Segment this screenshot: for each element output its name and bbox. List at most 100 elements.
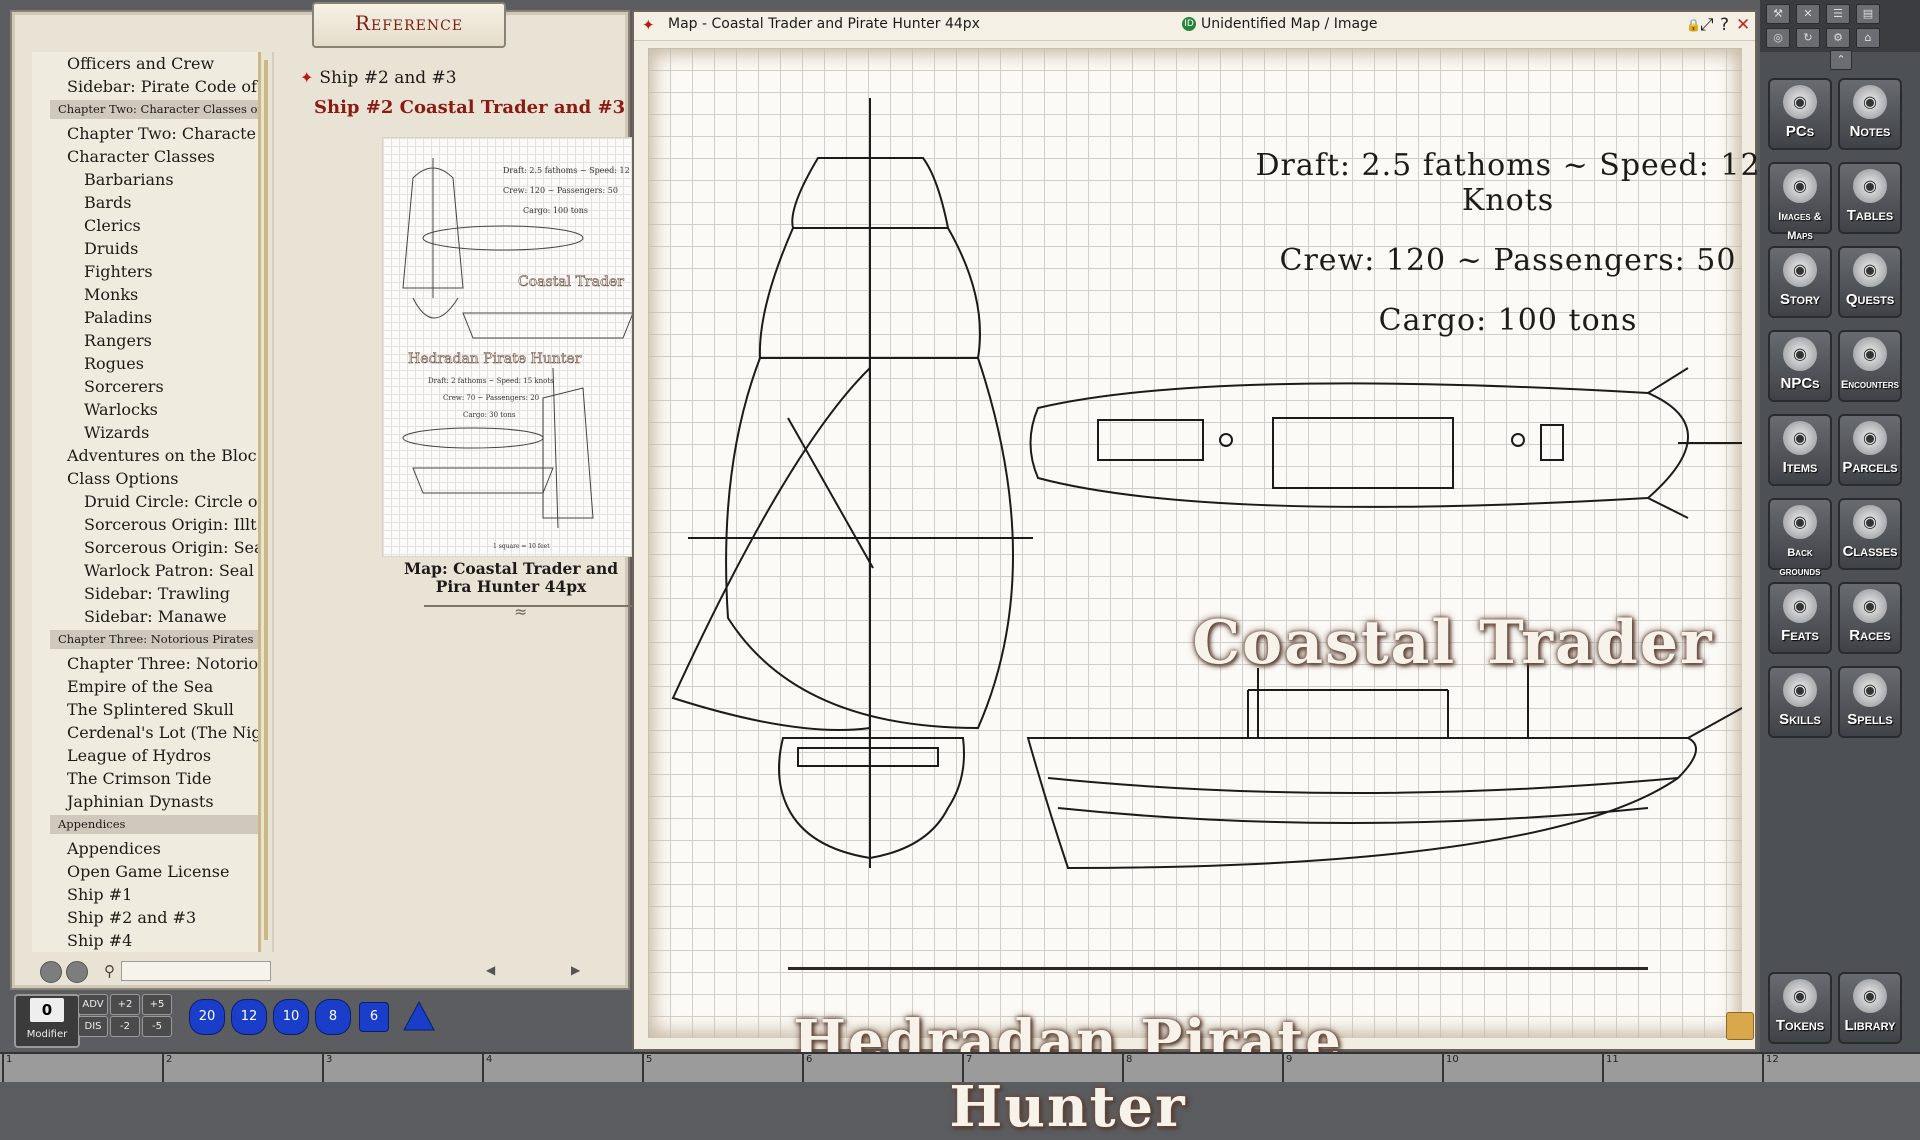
sidebar-button-images-maps[interactable]: ◉Images & Maps — [1768, 162, 1832, 242]
hotkey-slot[interactable]: 10 — [1442, 1054, 1459, 1082]
hotkey-slot[interactable]: 5 — [642, 1054, 652, 1082]
nav-item[interactable]: Ship #1 — [67, 885, 133, 904]
d10-die[interactable]: 10 — [274, 1000, 308, 1034]
page-back-icon[interactable]: ◀ — [486, 963, 496, 977]
hotkey-slot[interactable]: 3 — [322, 1054, 332, 1082]
d20-die[interactable]: 20 — [190, 1000, 224, 1034]
sidebar-button-library[interactable]: ◉Library — [1838, 972, 1902, 1044]
nav-item[interactable]: Adventures on the Bloc — [67, 446, 257, 465]
nav-item[interactable]: Sorcerous Origin: Illt — [84, 515, 257, 534]
d12-die[interactable]: 12 — [232, 1000, 266, 1034]
minus-five-button[interactable]: -5 — [142, 1016, 172, 1037]
nav-item[interactable]: Rogues — [84, 354, 144, 373]
sidebar-button-story[interactable]: ◉Story — [1768, 246, 1832, 318]
party-icon[interactable]: ☰ — [1826, 4, 1850, 24]
hotkey-slot[interactable]: 1 — [2, 1054, 12, 1082]
nav-item[interactable]: Chapter Three: Notorio — [67, 654, 258, 673]
nav-item[interactable]: Monks — [84, 285, 139, 304]
help-icon[interactable]: ? — [1720, 15, 1730, 35]
nav-item[interactable]: Ship #4 — [67, 931, 133, 950]
nav-item[interactable]: Warlock Patron: Seal — [84, 561, 254, 580]
nav-item[interactable]: Paladins — [84, 308, 153, 327]
hotkey-slot[interactable]: 8 — [1122, 1054, 1132, 1082]
hotkey-slot[interactable]: 6 — [802, 1054, 812, 1082]
nav-item[interactable]: Sorcerers — [84, 377, 164, 396]
tools-icon[interactable]: ⚒ — [1766, 4, 1790, 24]
nav-item[interactable]: Officers and Crew — [67, 54, 215, 73]
modifier-box[interactable]: 0 Modifier — [14, 994, 80, 1048]
nav-item[interactable]: The Crimson Tide — [67, 769, 212, 788]
category-icon[interactable] — [66, 961, 88, 983]
nav-item[interactable]: Fighters — [84, 262, 153, 281]
nav-item[interactable]: Ship #2 and #3 — [67, 908, 197, 927]
nav-item[interactable]: The Splintered Skull — [67, 700, 234, 719]
nav-item[interactable]: Appendices — [67, 839, 161, 858]
dice-tower-icon[interactable]: ◎ — [1766, 28, 1790, 48]
nav-item[interactable]: Sidebar: Pirate Code of — [67, 77, 257, 96]
d8-die[interactable]: 8 — [316, 1000, 350, 1034]
nav-scrollbar[interactable] — [264, 60, 268, 940]
d4-die[interactable] — [402, 1000, 436, 1034]
lock-icon[interactable]: ⌂ — [1856, 28, 1880, 48]
sidebar-button-spells[interactable]: ◉Spells — [1838, 666, 1902, 738]
nav-item[interactable]: Clerics — [84, 216, 141, 235]
hotkey-slot[interactable]: 7 — [962, 1054, 972, 1082]
book-icon[interactable]: ▤ — [1856, 4, 1880, 24]
sidebar-button-encounters[interactable]: ◉Encounters — [1838, 330, 1902, 402]
thumbnail-caption[interactable]: Map: Coastal Trader and Pira Hunter 44px — [403, 559, 619, 596]
nav-item[interactable]: Bards — [84, 193, 132, 212]
sidebar-button-parcels[interactable]: ◉Parcels — [1838, 414, 1902, 486]
map-titlebar[interactable]: ✦ Map - Coastal Trader and Pirate Hunter… — [634, 12, 1755, 41]
settings-icon[interactable]: ⚙ — [1826, 28, 1850, 48]
nav-item[interactable]: Sidebar: Trawling — [84, 584, 231, 603]
nav-item[interactable]: Sidebar: Manawe — [84, 607, 227, 626]
close-icon[interactable]: ✕ — [1736, 15, 1751, 35]
link-icon[interactable]: ✦ — [642, 16, 655, 34]
d6-die[interactable]: 6 — [360, 1003, 388, 1031]
sidebar-button-feats[interactable]: ◉Feats — [1768, 582, 1832, 654]
collapse-icon[interactable]: ⌃ — [1830, 50, 1852, 70]
nav-item[interactable]: Rangers — [84, 331, 152, 350]
popout-icon[interactable]: ⤢ — [1700, 15, 1714, 35]
gear-icon[interactable] — [40, 961, 62, 983]
plus-two-button[interactable]: +2 — [110, 994, 140, 1015]
map-thumbnail[interactable]: Draft: 2.5 fathoms ~ Speed: 12 knots Cre… — [382, 137, 634, 557]
sidebar-button-tables[interactable]: ◉Tables — [1838, 162, 1902, 234]
sidebar-button-npcs[interactable]: ◉NPCs — [1768, 330, 1832, 402]
nav-item[interactable]: Open Game License — [67, 862, 230, 881]
sidebar-button-skills[interactable]: ◉Skills — [1768, 666, 1832, 738]
resize-handle-icon[interactable] — [1726, 1012, 1754, 1040]
nav-item[interactable]: Druid Circle: Circle o: — [84, 492, 258, 511]
map-image[interactable]: Draft: 2.5 fathoms ~ Speed: 12 Knots Cre… — [648, 48, 1760, 1140]
sidebar-button-quests[interactable]: ◉Quests — [1838, 246, 1902, 318]
sidebar-button-items[interactable]: ◉Items — [1768, 414, 1832, 486]
sidebar-button-pcs[interactable]: ◉PCs — [1768, 78, 1832, 150]
refresh-icon[interactable]: ↻ — [1796, 28, 1820, 48]
search-input[interactable] — [121, 961, 271, 981]
sidebar-button-races[interactable]: ◉Races — [1838, 582, 1902, 654]
nav-item[interactable]: Barbarians — [84, 170, 174, 189]
nav-item[interactable]: Cerdenal's Lot (The Nig — [67, 723, 258, 742]
minus-two-button[interactable]: -2 — [110, 1016, 140, 1037]
sidebar-button-classes[interactable]: ◉Classes — [1838, 498, 1902, 570]
plus-five-button[interactable]: +5 — [142, 994, 172, 1015]
sidebar-button-notes[interactable]: ◉Notes — [1838, 78, 1902, 150]
nav-item[interactable]: Character Classes — [67, 147, 215, 166]
nav-item[interactable]: Sorcerous Origin: Sea — [84, 538, 258, 557]
nav-item[interactable]: Warlocks — [84, 400, 158, 419]
hotkey-slot[interactable]: 2 — [162, 1054, 172, 1082]
link-icon[interactable]: ✦ — [300, 68, 314, 87]
sidebar-button-tokens[interactable]: ◉Tokens — [1768, 972, 1832, 1044]
hotkey-slot[interactable]: 9 — [1282, 1054, 1292, 1082]
nav-item[interactable]: Japhinian Dynasts — [67, 792, 214, 811]
nav-item[interactable]: Chapter Two: Characte — [67, 124, 256, 143]
nav-item[interactable]: Class Options — [67, 469, 179, 488]
id-icon[interactable]: ID — [1182, 17, 1196, 31]
page-forward-icon[interactable]: ▶ — [571, 963, 581, 977]
hotkey-slot[interactable]: 12 — [1762, 1054, 1779, 1082]
hotkey-slot[interactable]: 4 — [482, 1054, 492, 1082]
nav-item[interactable]: Druids — [84, 239, 139, 258]
sidebar-button-backgrounds[interactable]: ◉Back grounds — [1768, 498, 1832, 578]
dis-button[interactable]: DIS — [78, 1016, 108, 1037]
